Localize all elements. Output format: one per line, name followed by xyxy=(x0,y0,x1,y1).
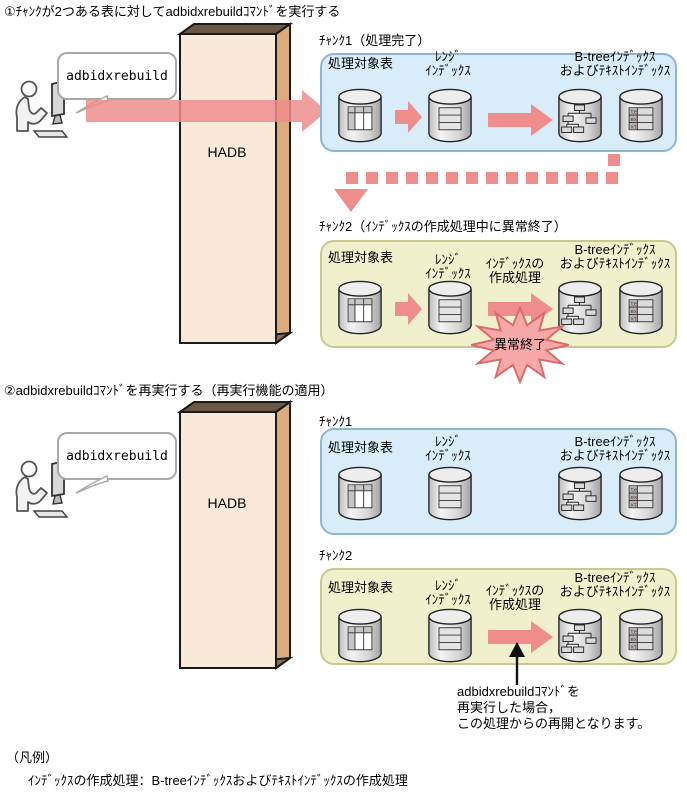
command-text: adbidxrebuild xyxy=(66,68,168,84)
range-index-cylinder-icon xyxy=(428,280,472,336)
error-label: 異常終了 xyxy=(493,337,546,352)
dashed-arrow-segment xyxy=(608,154,620,166)
chunk2-caption: ﾁｬﾝｸ2（ｲﾝﾃﾞｯｸｽの作成処理中に異常終了） xyxy=(319,219,567,234)
btree-index-cylinder-icon xyxy=(558,88,602,144)
btree-index-cylinder-icon xyxy=(558,608,602,664)
command-flow-arrow xyxy=(86,90,327,132)
target-table-cylinder-icon xyxy=(338,608,382,664)
range-index-label: ﾚﾝｼﾞ ｲﾝﾃﾞｯｸｽ xyxy=(425,252,471,281)
index-build-process-label: ｲﾝﾃﾞｯｸｽの 作成処理 xyxy=(485,583,545,612)
btree-text-index-label: B-treeｲﾝﾃﾞｯｸｽ およびﾃｷｽﾄｲﾝﾃﾞｯｸｽ xyxy=(559,242,671,271)
target-table-label: 処理対象表 xyxy=(328,56,394,71)
range-index-label: ﾚﾝｼﾞ ｲﾝﾃﾞｯｸｽ xyxy=(425,434,471,463)
btree-text-index-label: B-treeｲﾝﾃﾞｯｸｽ およびﾃｷｽﾄｲﾝﾃﾞｯｸｽ xyxy=(559,434,671,463)
target-table-cylinder-icon xyxy=(338,466,382,522)
target-table-label: 処理対象表 xyxy=(328,580,394,595)
hadb-server-tower xyxy=(177,400,293,670)
command-bubble: adbidxrebuild xyxy=(57,432,177,480)
dashed-arrow-head xyxy=(334,189,368,212)
legend-title: （凡例） xyxy=(6,750,59,765)
btree-text-index-label: B-treeｲﾝﾃﾞｯｸｽ およびﾃｷｽﾄｲﾝﾃﾞｯｸｽ xyxy=(559,570,671,599)
range-index-cylinder-icon xyxy=(428,466,472,522)
step-arrow-icon xyxy=(395,291,423,327)
text-index-cylinder-icon xyxy=(619,88,663,144)
chunk2-box: 処理対象表 ﾚﾝｼﾞ ｲﾝﾃﾞｯｸｽ ｲﾝﾃﾞｯｸｽの 作成処理 B-treeｲ… xyxy=(320,568,677,665)
error-burst-icon xyxy=(471,306,569,384)
restart-pointer-arrow xyxy=(509,642,525,685)
index-build-arrow-icon xyxy=(488,103,554,137)
text-index-cylinder-icon xyxy=(619,608,663,664)
target-table-label: 処理対象表 xyxy=(328,440,394,455)
range-index-cylinder-icon xyxy=(428,88,472,144)
command-bubble: adbidxrebuild xyxy=(57,52,177,100)
bubble-tail-icon xyxy=(74,474,110,496)
btree-index-cylinder-icon xyxy=(558,466,602,522)
section2-title: ②adbidxrebuildｺﾏﾝﾄﾞを再実行する（再実行機能の適用） xyxy=(4,383,334,398)
range-index-label: ﾚﾝｼﾞ ｲﾝﾃﾞｯｸｽ xyxy=(425,49,471,78)
target-table-label: 処理対象表 xyxy=(328,250,394,265)
text-index-cylinder-icon xyxy=(619,466,663,522)
hadb-label: HADB xyxy=(207,495,247,511)
section1-title: ①ﾁｬﾝｸが2つある表に対してadbidxrebuildｺﾏﾝﾄﾞを実行する xyxy=(4,4,341,19)
command-text: adbidxrebuild xyxy=(66,448,168,464)
target-table-cylinder-icon xyxy=(338,88,382,144)
hadb-server-tower xyxy=(177,22,293,345)
hadb-label: HADB xyxy=(207,144,247,160)
chunk1-box: 処理対象表 ﾚﾝｼﾞ ｲﾝﾃﾞｯｸｽ B-treeｲﾝﾃﾞｯｸｽ およびﾃｷｽﾄ… xyxy=(320,428,677,535)
step-arrow-icon xyxy=(395,99,423,135)
range-index-label: ﾚﾝｼﾞ ｲﾝﾃﾞｯｸｽ xyxy=(425,578,471,607)
restart-annotation: adbidxrebuildｺﾏﾝﾄﾞを 再実行した場合， この処理からの再開とな… xyxy=(457,684,651,731)
index-build-process-label: ｲﾝﾃﾞｯｸｽの 作成処理 xyxy=(485,256,545,285)
range-index-cylinder-icon xyxy=(428,608,472,664)
text-index-cylinder-icon xyxy=(619,280,663,336)
btree-text-index-label: B-treeｲﾝﾃﾞｯｸｽ およびﾃｷｽﾄｲﾝﾃﾞｯｸｽ xyxy=(559,49,671,78)
target-table-cylinder-icon xyxy=(338,280,382,336)
chunk1-caption: ﾁｬﾝｸ1 xyxy=(319,414,353,429)
chunk2-caption: ﾁｬﾝｸ2 xyxy=(319,548,353,563)
chunk1-box: 処理対象表 ﾚﾝｼﾞ ｲﾝﾃﾞｯｸｽ B-treeｲﾝﾃﾞｯｸｽ およびﾃｷｽﾄ… xyxy=(320,49,677,152)
dashed-arrow-path xyxy=(346,172,618,184)
chunk1-caption: ﾁｬﾝｸ1（処理完了） xyxy=(319,33,431,48)
legend-entry: ｲﾝﾃﾞｯｸｽの作成処理：B-treeｲﾝﾃﾞｯｸｽおよびﾃｷｽﾄｲﾝﾃﾞｯｸｽ… xyxy=(28,773,408,788)
